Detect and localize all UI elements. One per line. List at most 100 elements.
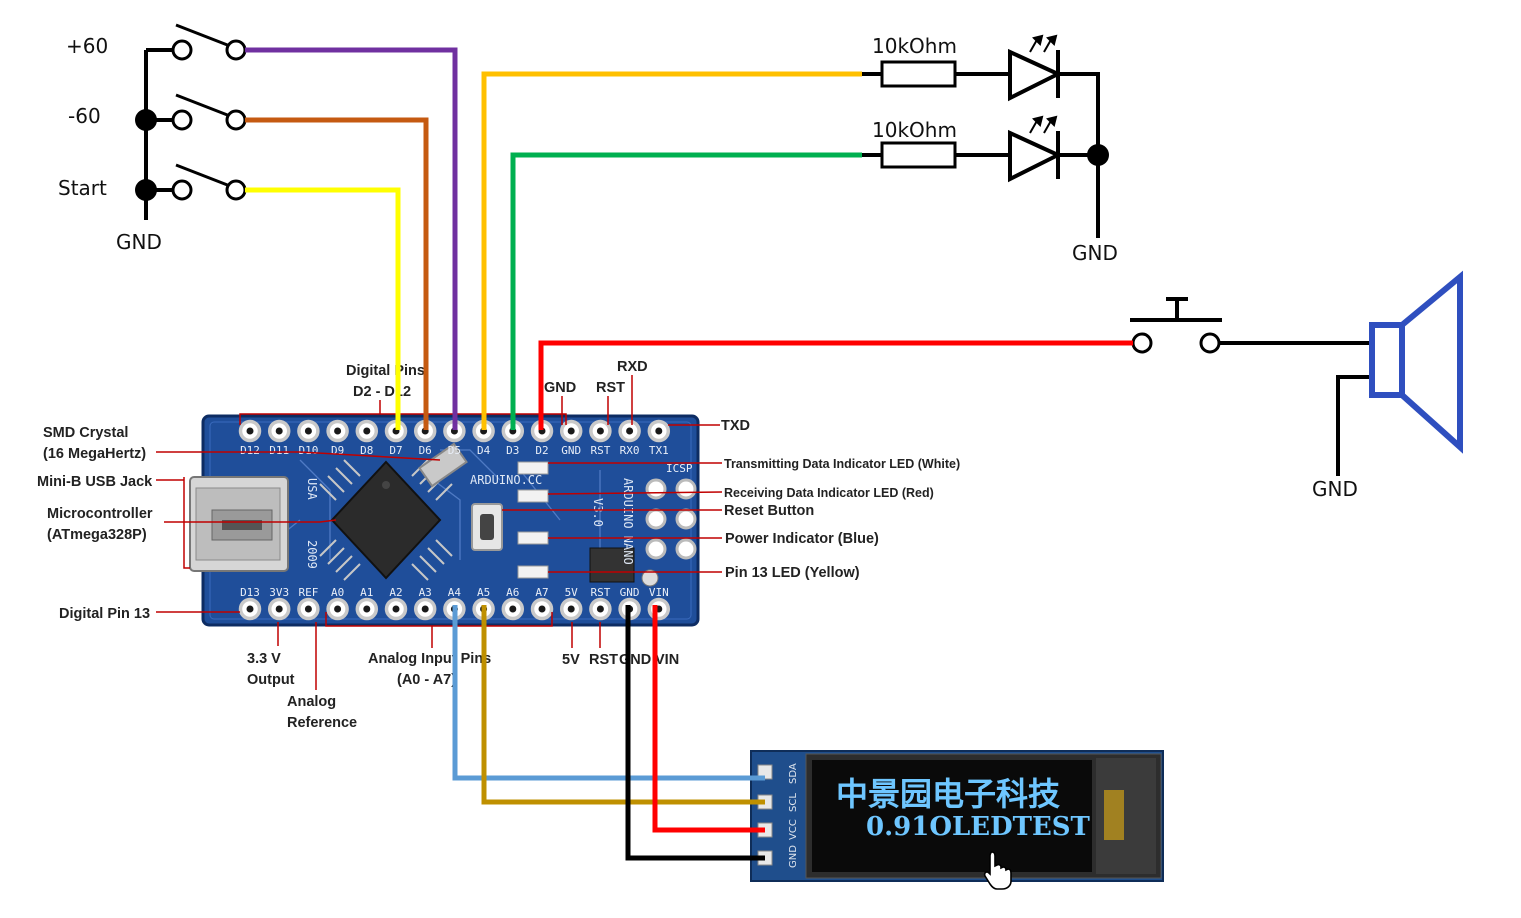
pin-label: A4 — [448, 586, 462, 599]
label-resistor-2: 10kOhm — [872, 118, 957, 142]
silk-arduino-cc: ARDUINO.CC — [470, 473, 542, 487]
header-pin-hole — [363, 605, 371, 613]
ann-rxd: RXD — [617, 359, 648, 375]
wire-sda-blue — [452, 605, 765, 781]
speaker-body — [1369, 322, 1405, 398]
pin-label: A6 — [506, 586, 519, 599]
resistor-2 — [880, 141, 957, 169]
ann-rx-led: Receiving Data Indicator LED (Red) — [724, 486, 934, 500]
header-pin-hole — [567, 605, 575, 613]
ann-digital-pins-1: Digital Pins — [346, 363, 425, 379]
ann-gnd-bottom: GND — [619, 652, 651, 668]
speaker-block: GND — [1130, 270, 1463, 501]
switch-start-lever — [175, 163, 231, 188]
ann-v33-2: Output — [247, 672, 295, 688]
pin-label: RST — [590, 444, 610, 457]
silk-version: V3.0 — [591, 498, 605, 527]
pin-label: A5 — [477, 586, 490, 599]
ann-pin13-led: Pin 13 LED (Yellow) — [725, 565, 860, 581]
oled-line1: 中景园电子科技 — [836, 775, 1060, 813]
tx-led — [517, 461, 549, 475]
hand-cursor-icon — [983, 851, 1012, 890]
pin-label: D4 — [477, 444, 491, 457]
ann-analog-2: (A0 - A7) — [397, 672, 456, 688]
pin13-led — [517, 565, 549, 579]
oled-pin-label: GND — [788, 845, 799, 868]
pin-label: D8 — [360, 444, 373, 457]
pushbutton-contact-b — [1199, 332, 1221, 354]
header-pin-hole — [596, 427, 604, 435]
pin-label: 5V — [565, 586, 579, 599]
icsp-header — [645, 478, 697, 560]
header-pin-hole — [275, 427, 283, 435]
ann-gnd-top: GND — [544, 380, 576, 396]
junction-dot — [135, 109, 157, 131]
label-switch-gnd: GND — [116, 230, 162, 254]
junction-dot — [135, 179, 157, 201]
label-minus60: -60 — [68, 104, 101, 128]
wires — [245, 47, 1133, 861]
ann-smd-crystal-2: (16 MegaHertz) — [43, 446, 146, 462]
ann-5v: 5V — [562, 652, 580, 668]
header-pin-hole — [246, 427, 254, 435]
ann-v33-1: 3.3 V — [247, 651, 281, 667]
pin-label: RST — [590, 586, 610, 599]
speaker-cone — [1399, 270, 1463, 454]
pin-label: A1 — [360, 586, 373, 599]
header-pin-hole — [538, 605, 546, 613]
pin-label: D6 — [419, 444, 432, 457]
ann-reset-button: Reset Button — [724, 503, 814, 519]
header-pin-hole — [334, 605, 342, 613]
pin-label: D12 — [240, 444, 260, 457]
led-2-diode — [1008, 129, 1063, 183]
pin-label: REF — [298, 586, 318, 599]
bottom-header-pins — [238, 597, 671, 621]
wire-button-red — [538, 340, 1133, 430]
wire-led1-orange — [481, 71, 862, 430]
rx-led — [517, 489, 549, 503]
switch-minus60-contact-a — [171, 109, 193, 131]
ann-usb-jack: Mini-B USB Jack — [37, 474, 153, 490]
switch-plus60-lever — [175, 23, 231, 48]
ann-mcu-1: Microcontroller — [47, 506, 153, 522]
pin-label: TX1 — [649, 444, 669, 457]
power-led — [517, 531, 549, 545]
oled-pin-label: SDA — [788, 763, 799, 784]
switch-start-contact-a — [171, 179, 193, 201]
ann-digital-pin13: Digital Pin 13 — [59, 606, 150, 622]
arduino-nano-board: ARDUINO.CC ARDUINO NANO V3.0 USA 2009 IC… — [189, 414, 700, 627]
pin-label: D11 — [269, 444, 289, 457]
wire-led2-green — [510, 152, 862, 430]
label-resistor-1: 10kOhm — [872, 34, 957, 58]
switch-minus60-contact-b — [225, 109, 247, 131]
mounting-hole — [641, 569, 659, 587]
pin-label: D3 — [506, 444, 519, 457]
wire-start-yellow — [245, 187, 401, 430]
ann-digital-pins-2: D2 - D12 — [353, 384, 411, 400]
oled-pin-label: VCC — [788, 819, 799, 840]
pin-label: A2 — [389, 586, 402, 599]
switch-plus60-contact-a — [171, 39, 193, 61]
pin-label: D5 — [448, 444, 461, 457]
wire-scl-gold — [481, 605, 765, 805]
pushbutton-contact-a — [1131, 332, 1153, 354]
wire-minus60-brown — [245, 117, 429, 430]
silk-arduino-nano: ARDUINO NANO — [621, 478, 635, 565]
pin-label: D13 — [240, 586, 260, 599]
reset-button[interactable] — [480, 514, 494, 540]
ann-power-led: Power Indicator (Blue) — [725, 531, 879, 547]
ann-vin: VIN — [655, 652, 679, 668]
silk-icsp: ICSP — [666, 462, 693, 475]
header-pin-hole — [392, 605, 400, 613]
microcontroller-chip — [319, 459, 453, 581]
ann-aref-1: Analog — [287, 694, 336, 710]
junction-dot — [1087, 144, 1109, 166]
ann-txd: TXD — [721, 418, 750, 434]
pin-label: RX0 — [620, 444, 640, 457]
pin-label: A7 — [535, 586, 548, 599]
